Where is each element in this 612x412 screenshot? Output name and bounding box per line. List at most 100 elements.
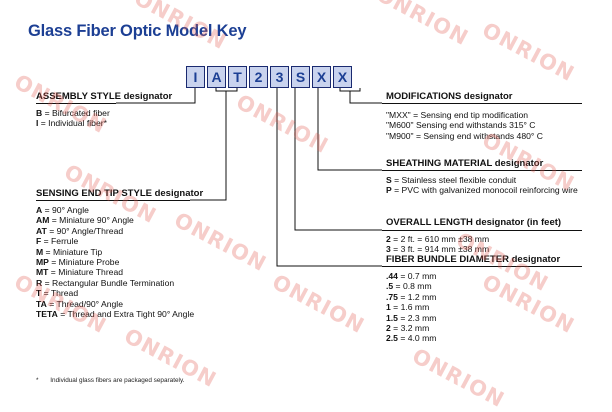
sensing-heading: SENSING END TIP STYLE designator bbox=[36, 188, 204, 199]
sensing-item-desc: = Thread/90° Angle bbox=[46, 298, 123, 309]
sensing-item-desc: = 90° Angle bbox=[42, 205, 89, 215]
connector-length bbox=[294, 88, 382, 231]
diameter-item-code: 1.5 bbox=[386, 312, 398, 323]
diameter-item-code: 1 bbox=[386, 302, 391, 313]
diameter-item-desc: = 1.2 mm bbox=[397, 291, 437, 302]
diameter-item-code: .75 bbox=[386, 291, 398, 302]
code-char-3: T bbox=[228, 66, 247, 88]
diameter-item-desc: = 0.7 mm bbox=[397, 271, 437, 281]
code-char-8: X bbox=[333, 66, 352, 88]
sheathing-item-desc: = PVC with galvanized monocoil reinforci… bbox=[391, 185, 578, 196]
sensing-item: AT = 90° Angle/Thread bbox=[36, 226, 194, 236]
connector-diameter bbox=[276, 88, 382, 267]
sheathing-item-code: S bbox=[386, 175, 392, 185]
diameter-item-code: .44 bbox=[386, 271, 398, 281]
sensing-item: AM = Miniature 90° Angle bbox=[36, 215, 194, 225]
sensing-item-code: M bbox=[36, 246, 44, 257]
sensing-item-code: F bbox=[36, 236, 42, 247]
sensing-item-code: AT bbox=[36, 225, 47, 236]
diameter-item-desc: = 4.0 mm bbox=[397, 333, 437, 344]
footnote-text: Individual glass fibers are packaged sep… bbox=[50, 377, 185, 384]
assembly-item-code: I bbox=[36, 118, 39, 129]
sensing-item-desc: = Thread bbox=[41, 288, 79, 299]
sensing-item: M = Miniature Tip bbox=[36, 247, 194, 257]
diameter-item: 2 = 3.2 mm bbox=[386, 323, 436, 333]
sensing-item-desc: = Miniature Thread bbox=[48, 267, 124, 278]
sensing-item-code: TA bbox=[36, 298, 47, 309]
sheathing-item-code: P bbox=[386, 185, 392, 196]
code-char-6: S bbox=[291, 66, 310, 88]
page-title: Glass Fiber Optic Model Key bbox=[28, 22, 247, 40]
sensing-item-code: A bbox=[36, 205, 43, 215]
assembly-item: B = Bifurcated fiber bbox=[36, 108, 110, 118]
length-item-desc: = 2 ft. = 610 mm ±38 mm bbox=[390, 234, 490, 244]
modifications-rule bbox=[382, 103, 582, 104]
sensing-item: MT = Miniature Thread bbox=[36, 267, 194, 277]
sensing-item-desc: = Rectangular Bundle Termination bbox=[42, 277, 175, 288]
sensing-item-code: T bbox=[36, 288, 42, 299]
footnote: * Individual glass fibers are packaged s… bbox=[36, 377, 184, 384]
diameter-item-code: 2 bbox=[386, 323, 391, 334]
diameter-item: 1.5 = 2.3 mm bbox=[386, 313, 436, 323]
diameter-item-desc: = 1.6 mm bbox=[390, 302, 430, 313]
diameter-item-code: 2.5 bbox=[386, 333, 398, 344]
length-item-desc: = 3 ft. = 914 mm ±38 mm bbox=[390, 244, 490, 255]
sensing-item-code: AM bbox=[36, 215, 50, 226]
diameter-item-desc: = 2.3 mm bbox=[397, 312, 437, 323]
sensing-item-desc: = Miniature Probe bbox=[48, 257, 120, 268]
connector-mod-brace bbox=[339, 88, 361, 92]
connector-sensing bbox=[190, 91, 227, 201]
assembly-item-desc: = Individual fiber* bbox=[38, 118, 107, 129]
sensing-item-desc: = Miniature 90° Angle bbox=[49, 215, 134, 226]
assembly-item-code: B bbox=[36, 108, 43, 118]
modifications-list: "MXX" = Sensing end tip modification"M60… bbox=[386, 110, 543, 141]
sensing-item: TA = Thread/90° Angle bbox=[36, 299, 194, 309]
diameter-item: .44 = 0.7 mm bbox=[386, 271, 436, 281]
sensing-item-desc: = 90° Angle/Thread bbox=[46, 225, 124, 236]
sensing-item-desc: = Miniature Tip bbox=[43, 246, 103, 257]
sheathing-heading: SHEATHING MATERIAL designator bbox=[386, 158, 544, 169]
sensing-item: F = Ferrule bbox=[36, 236, 194, 246]
length-item-code: 3 bbox=[386, 244, 391, 255]
diameter-rule bbox=[382, 266, 582, 267]
modifications-item: "M600" Sensing end withstands 315° C bbox=[386, 120, 536, 131]
diameter-item: .5 = 0.8 mm bbox=[386, 281, 436, 291]
diameter-item-code: .5 bbox=[386, 281, 394, 292]
assembly-item-desc: = Bifurcated fiber bbox=[42, 108, 110, 118]
sensing-item: MP = Miniature Probe bbox=[36, 257, 194, 267]
diameter-item: .75 = 1.2 mm bbox=[386, 292, 436, 302]
diameter-item-desc: = 0.8 mm bbox=[393, 281, 432, 292]
length-heading: OVERALL LENGTH designator (in feet) bbox=[386, 217, 562, 228]
length-item: 2 = 2 ft. = 610 mm ±38 mm bbox=[386, 234, 489, 244]
code-char-7: X bbox=[312, 66, 331, 88]
sheathing-rule bbox=[382, 170, 582, 171]
code-char-2: A bbox=[207, 66, 226, 88]
footnote-marker: * bbox=[36, 377, 39, 384]
connector-sensing-brace bbox=[215, 88, 238, 92]
sensing-item: T = Thread bbox=[36, 288, 194, 298]
diameter-item: 1 = 1.6 mm bbox=[386, 302, 436, 312]
assembly-item: I = Individual fiber* bbox=[36, 118, 110, 128]
modifications-heading: MODIFICATIONS designator bbox=[386, 91, 513, 102]
connector-assembly bbox=[116, 88, 196, 104]
sensing-item-code: MP bbox=[36, 257, 49, 268]
code-char-4: 2 bbox=[249, 66, 268, 88]
modifications-item: "M900" = Sensing end withstands 480° C bbox=[386, 130, 543, 141]
sheathing-item: S = Stainless steel flexible conduit bbox=[386, 175, 578, 185]
sensing-item: TETA = Thread and Extra Tight 90° Angle bbox=[36, 309, 194, 319]
connector-lines bbox=[116, 88, 382, 267]
assembly-rule bbox=[36, 103, 116, 104]
code-char-5: 3 bbox=[270, 66, 289, 88]
length-rule bbox=[382, 230, 582, 231]
sheathing-item-desc: = Stainless steel flexible conduit bbox=[391, 175, 517, 185]
sensing-rule bbox=[36, 200, 190, 201]
sensing-item: A = 90° Angle bbox=[36, 205, 194, 215]
sensing-item-desc: = Thread and Extra Tight 90° Angle bbox=[57, 309, 195, 320]
sheathing-item: P = PVC with galvanized monocoil reinfor… bbox=[386, 185, 578, 195]
